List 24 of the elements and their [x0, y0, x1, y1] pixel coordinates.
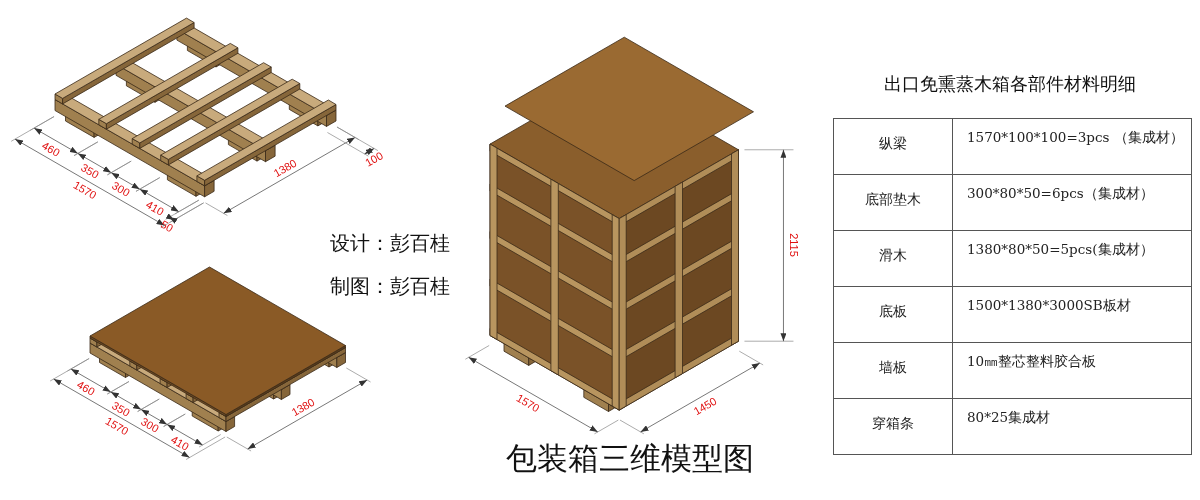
table-title: 出口免熏蒸木箱各部件材料明细 [883, 72, 1137, 96]
dimension-label: 1450 [691, 394, 719, 418]
table-cell: 1570*100*100=3pcs （集成材） [952, 118, 1192, 175]
dimension-label: 1570 [514, 392, 542, 415]
dimension-label: 100 [362, 149, 385, 169]
dimension-label: 410 [143, 198, 166, 218]
caption: 包装箱三维模型图 [505, 439, 755, 478]
dimension-label: 300 [138, 415, 161, 435]
dimension-label: 1380 [271, 156, 299, 179]
dimension-label: 1570 [71, 178, 99, 202]
dimension-label: 460 [75, 378, 98, 399]
table-cell: 80*25集成材 [952, 398, 1192, 455]
table-cell: 穿箱条 [833, 398, 953, 455]
dimension-label: 300 [110, 178, 132, 199]
dimension-label: 2115 [788, 233, 801, 258]
dimension-label: 350 [110, 398, 133, 419]
dimension-label: 1380 [289, 395, 317, 418]
dimension-label: 460 [40, 138, 63, 159]
table-cell: 纵梁 [833, 118, 953, 175]
dimension-label: 410 [169, 432, 192, 453]
dimension-label: 50 [158, 218, 176, 235]
designer-note: 设计：彭百桂 [330, 229, 450, 257]
dimension-label: 350 [79, 161, 101, 181]
drafter-note: 制图：彭百桂 [330, 272, 450, 300]
